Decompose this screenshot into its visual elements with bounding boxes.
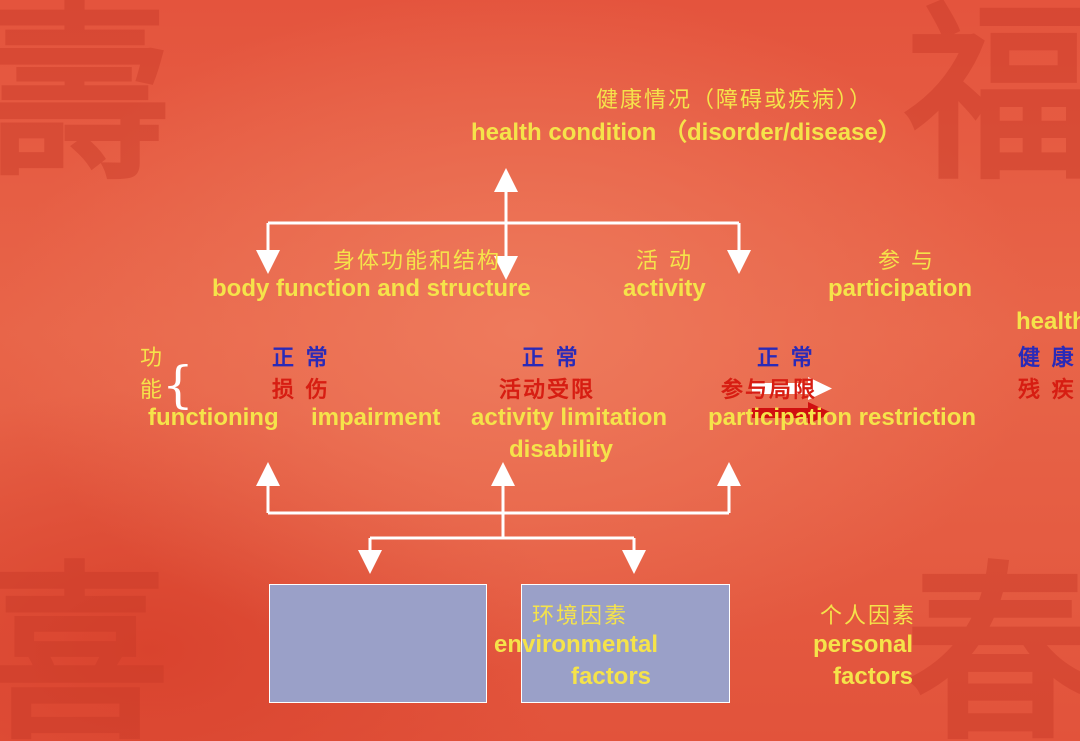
functioning-zh-char1: 功 xyxy=(140,346,165,371)
red-block-arrow xyxy=(752,402,832,424)
environmental-factors-en2: factors xyxy=(571,663,652,690)
functioning-en: functioning xyxy=(148,404,279,431)
activity-limitation-zh: 活动受限 xyxy=(499,378,596,403)
context-box-environmental xyxy=(521,584,730,703)
activity-limitation-en: activity limitation xyxy=(471,404,668,431)
personal-factors-en1: personal xyxy=(813,631,914,658)
health-condition-zh: 健康情况（障碍或疾病）） xyxy=(596,88,874,113)
body-impairment-en: impairment xyxy=(311,404,441,431)
seal-decoration-top-right: 福 xyxy=(905,0,1080,206)
body-level-en: body function and structure xyxy=(212,275,531,302)
participation-normal-label: 正 常 xyxy=(757,346,815,371)
disability-en: disability xyxy=(509,436,614,463)
white-block-arrow xyxy=(752,377,832,400)
personal-factors-zh: 个人因素 xyxy=(820,604,917,629)
activity-normal-label: 正 常 xyxy=(522,346,580,371)
body-normal-label: 正 常 xyxy=(272,346,330,371)
seal-decoration-bottom-right: 春 xyxy=(905,543,1080,741)
body-impairment-zh: 损 伤 xyxy=(272,378,330,403)
health-condition-en: health condition （disorder/disease） xyxy=(471,119,902,146)
environmental-factors-en1: environmental xyxy=(494,631,659,658)
participation-level-zh: 参 与 xyxy=(878,249,935,274)
context-box-left xyxy=(269,584,487,703)
personal-factors-en2: factors xyxy=(833,663,914,690)
disability-partial-zh: 残 疾 xyxy=(1018,378,1076,403)
functioning-zh-char2: 能 xyxy=(140,378,165,403)
seal-decoration-top-left: 壽 xyxy=(0,0,171,206)
seal-decoration-bottom-left: 喜 xyxy=(0,543,171,741)
environmental-factors-zh: 环境因素 xyxy=(532,604,629,629)
participation-restriction-zh: 参与局限 xyxy=(721,378,818,403)
activity-level-en: activity xyxy=(623,275,706,302)
functioning-brace: { xyxy=(162,356,194,414)
activity-level-zh: 活 动 xyxy=(636,249,693,274)
health-partial-zh: 健 康 xyxy=(1018,346,1076,371)
participation-level-en: participation xyxy=(828,275,973,302)
participation-restriction-en: participation restriction xyxy=(708,404,977,431)
health-partial-en: health xyxy=(1016,308,1080,335)
body-level-zh: 身体功能和结构 xyxy=(333,249,502,274)
